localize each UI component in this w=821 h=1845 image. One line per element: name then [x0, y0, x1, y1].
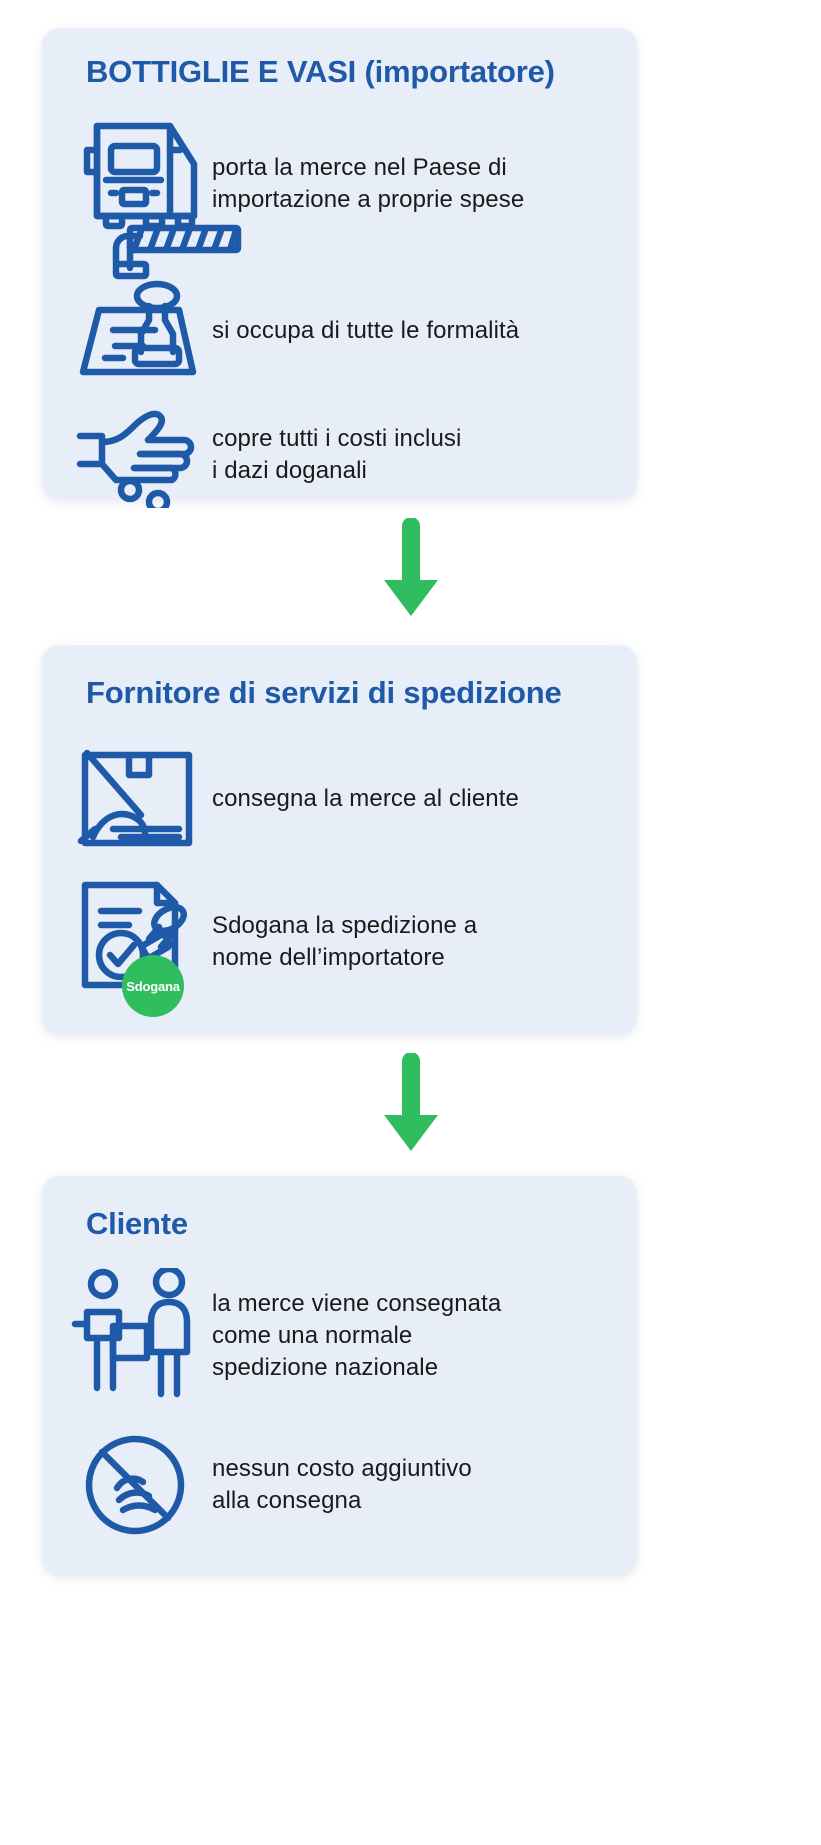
- customs-clearance-document-icon: Sdogana: [62, 877, 212, 1017]
- row-text-provider-delivery: consegna la merce al cliente: [212, 785, 519, 813]
- row-text-customer-delivery: la merce viene consegnata come una norma…: [212, 1290, 502, 1381]
- row-text-customer-no-cost: nessun costo aggiuntivo alla consegna: [212, 1455, 472, 1514]
- hand-coins-icon: [62, 402, 212, 508]
- row-text-importer-transport: porta la merce nel Paese di importazione…: [212, 154, 525, 213]
- card-title-shipping-provider: Fornitore di servizi di spedizione: [86, 675, 562, 710]
- two-people-delivery-icon: [62, 1268, 212, 1404]
- row-importer-formalities: si occupa di tutte le formalità: [62, 280, 622, 382]
- hand-package-delivery-icon: [62, 741, 212, 857]
- barrier-icon: [108, 214, 248, 284]
- row-customer-delivery: la merce viene consegnata come una norma…: [62, 1268, 622, 1404]
- stamp-document-icon: [62, 280, 212, 382]
- row-provider-delivery: consegna la merce al cliente: [62, 741, 622, 857]
- row-importer-costs: copre tutti i costi inclusi i dazi dogan…: [62, 402, 622, 508]
- card-customer: Cliente: [42, 1176, 637, 1576]
- row-customer-no-cost: nessun costo aggiuntivo alla consegna: [62, 1430, 622, 1540]
- row-text-importer-formalities: si occupa di tutte le formalità: [212, 317, 520, 345]
- arrow-importer-to-provider: [380, 517, 442, 622]
- card-shipping-provider: Fornitore di servizi di spedizione: [42, 645, 637, 1035]
- row-importer-transport: porta la merce nel Paese di importazione…: [62, 120, 622, 248]
- sdogana-badge: Sdogana: [122, 955, 184, 1017]
- row-text-importer-costs: copre tutti i costi inclusi i dazi dogan…: [212, 425, 462, 484]
- truck-barrier-icon: [62, 120, 212, 248]
- card-title-customer: Cliente: [86, 1206, 188, 1241]
- row-provider-customs: Sdogana Sdogana la spedizione a nome del…: [62, 877, 622, 1017]
- card-title-importer: BOTTIGLIE E VASI (importatore): [86, 54, 555, 89]
- card-importer: BOTTIGLIE E VASI (importatore): [42, 28, 637, 508]
- no-extra-cost-icon: [62, 1430, 212, 1540]
- row-text-provider-customs: Sdogana la spedizione a nome dell’import…: [212, 912, 478, 971]
- arrow-provider-to-customer: [380, 1052, 442, 1157]
